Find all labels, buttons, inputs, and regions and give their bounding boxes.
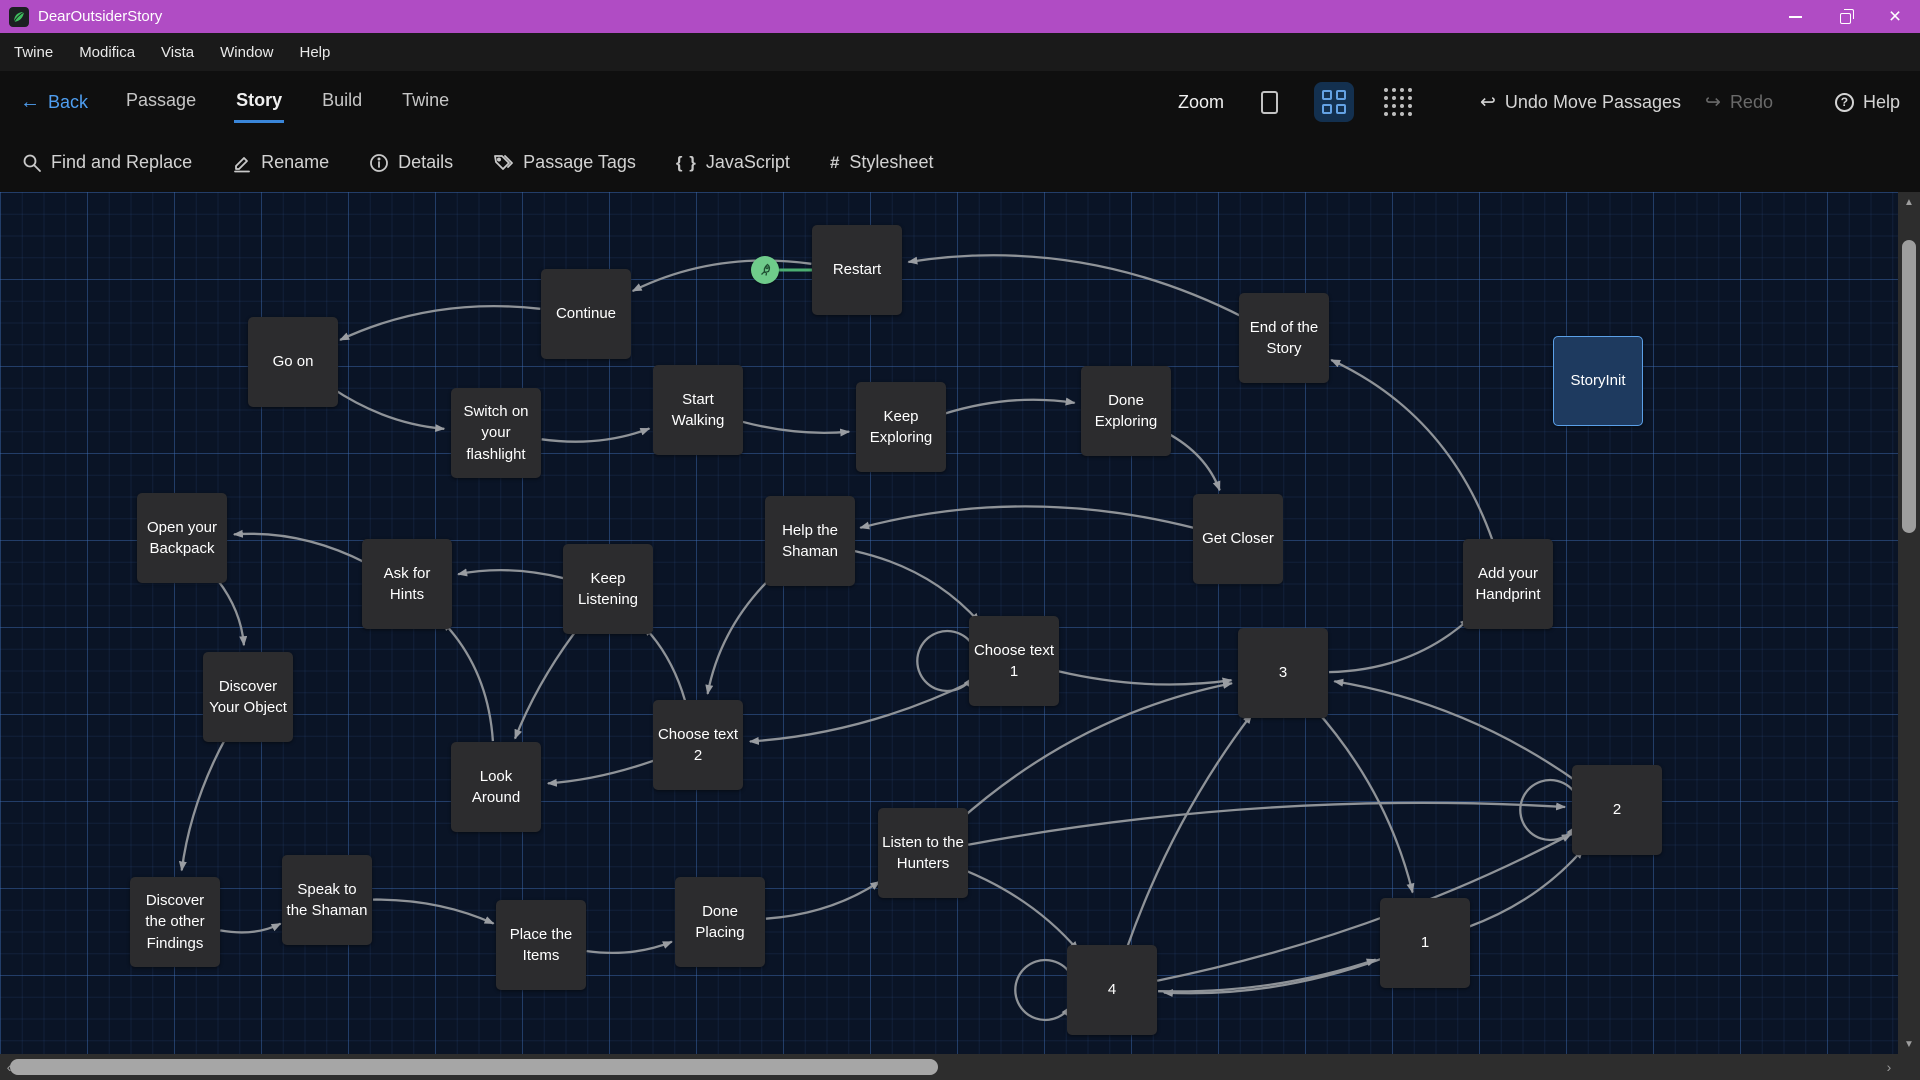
tags-icon [493, 153, 514, 173]
passage-ask-hints[interactable]: Ask for Hints [362, 539, 452, 629]
passage-speak-shaman[interactable]: Speak to the Shaman [282, 855, 372, 945]
story-map-area: Restart Continue Go on Switch on your flash… [0, 192, 1920, 1054]
passage-storyinit[interactable]: StoryInit [1553, 336, 1643, 426]
menu-view[interactable]: Vista [148, 33, 207, 71]
tab-story[interactable]: Story [234, 82, 284, 123]
passage-restart[interactable]: Restart [812, 225, 902, 315]
horizontal-scroll-thumb[interactable] [10, 1059, 938, 1075]
hash-icon: # [830, 153, 840, 173]
help-button[interactable]: ? Help [1835, 92, 1900, 113]
vertical-scrollbar[interactable]: ▲ ▼ [1898, 192, 1920, 1054]
passage-listen-hunters[interactable]: Listen to the Hunters [878, 808, 968, 898]
passage-n4[interactable]: 4 [1067, 945, 1157, 1035]
help-icon: ? [1835, 93, 1854, 112]
story-start-rocket-marker[interactable] [751, 256, 779, 284]
zoom-full-icon [1261, 91, 1278, 114]
story-map-canvas[interactable]: Restart Continue Go on Switch on your flash… [0, 192, 1898, 1054]
passage-choose2[interactable]: Choose text 2 [653, 700, 743, 790]
scroll-right-arrow[interactable]: › [1880, 1054, 1898, 1080]
zoom-label: Zoom [1178, 92, 1224, 113]
close-icon: × [1889, 6, 1901, 27]
passage-look-around[interactable]: Look Around [451, 742, 541, 832]
passage-place-items[interactable]: Place the Items [496, 900, 586, 990]
minimize-icon [1789, 16, 1802, 18]
tab-twine[interactable]: Twine [400, 82, 451, 123]
passage-discover-object[interactable]: Discover Your Object [203, 652, 293, 742]
passage-n2[interactable]: 2 [1572, 765, 1662, 855]
horizontal-scrollbar[interactable]: ‹ › [0, 1054, 1920, 1080]
passage-n1[interactable]: 1 [1380, 898, 1470, 988]
tab-build[interactable]: Build [320, 82, 364, 123]
passage-end-story[interactable]: End of the Story [1239, 293, 1329, 383]
menu-help[interactable]: Help [286, 33, 343, 71]
passage-continue[interactable]: Continue [541, 269, 631, 359]
scroll-down-arrow[interactable]: ▼ [1898, 1034, 1920, 1054]
scroll-up-arrow[interactable]: ▲ [1898, 192, 1920, 212]
zoom-full-button[interactable] [1250, 82, 1290, 122]
rename-button[interactable]: Rename [232, 152, 329, 173]
find-and-replace-button[interactable]: Find and Replace [22, 152, 192, 173]
menu-twine[interactable]: Twine [1, 33, 66, 71]
passage-n3[interactable]: 3 [1238, 628, 1328, 718]
title-bar: DearOutsiderStory × [0, 0, 1920, 33]
info-icon [369, 153, 389, 173]
redo-icon: ↪ [1705, 91, 1721, 114]
search-icon [22, 153, 42, 173]
main-toolbar: ← Back Passage Story Build Twine Zoom ↩ … [0, 71, 1920, 133]
restore-button[interactable] [1820, 0, 1870, 33]
menu-window[interactable]: Window [207, 33, 286, 71]
passage-done-placing[interactable]: Done Placing [675, 877, 765, 967]
javascript-button[interactable]: { } JavaScript [676, 152, 790, 173]
menu-edit[interactable]: Modifica [66, 33, 148, 71]
back-button[interactable]: ← Back [20, 91, 88, 114]
passage-discover-findings[interactable]: Discover the other Findings [130, 877, 220, 967]
tab-passage[interactable]: Passage [124, 82, 198, 123]
close-button[interactable]: × [1870, 0, 1920, 33]
passage-go-on[interactable]: Go on [248, 317, 338, 407]
redo-button[interactable]: ↪ Redo [1705, 91, 1773, 114]
back-arrow-icon: ← [20, 91, 40, 114]
twine-app-icon [9, 7, 29, 27]
passage-get-closer[interactable]: Get Closer [1193, 494, 1283, 584]
undo-button[interactable]: ↩ Undo Move Passages [1480, 91, 1681, 114]
menu-bar: Twine Modifica Vista Window Help [0, 33, 1920, 71]
stylesheet-button[interactable]: # Stylesheet [830, 152, 934, 173]
passage-switch-flashlight[interactable]: Switch on your flashlight [451, 388, 541, 478]
passage-choose1[interactable]: Choose text 1 [969, 616, 1059, 706]
zoom-medium-icon [1322, 90, 1346, 114]
minimize-button[interactable] [1770, 0, 1820, 33]
window-title: DearOutsiderStory [38, 8, 162, 25]
restore-icon [1840, 13, 1851, 24]
passage-done-exploring[interactable]: Done Exploring [1081, 366, 1171, 456]
passage-open-backpack[interactable]: Open your Backpack [137, 493, 227, 583]
zoom-medium-button[interactable] [1314, 82, 1354, 122]
zoom-small-icon [1384, 88, 1412, 116]
details-button[interactable]: Details [369, 152, 453, 173]
passage-keep-exploring[interactable]: Keep Exploring [856, 382, 946, 472]
undo-icon: ↩ [1480, 91, 1496, 114]
passage-start-walking[interactable]: Start Walking [653, 365, 743, 455]
passage-help-shaman[interactable]: Help the Shaman [765, 496, 855, 586]
zoom-small-button[interactable] [1378, 82, 1418, 122]
passage-keep-listening[interactable]: Keep Listening [563, 544, 653, 634]
passage-tags-button[interactable]: Passage Tags [493, 152, 636, 173]
rename-pen-icon [232, 153, 252, 173]
vertical-scroll-thumb[interactable] [1902, 240, 1916, 533]
passage-add-handprint[interactable]: Add your Handprint [1463, 539, 1553, 629]
story-toolbar: Find and Replace Rename Details Passage … [0, 133, 1920, 192]
braces-icon: { } [676, 153, 697, 173]
